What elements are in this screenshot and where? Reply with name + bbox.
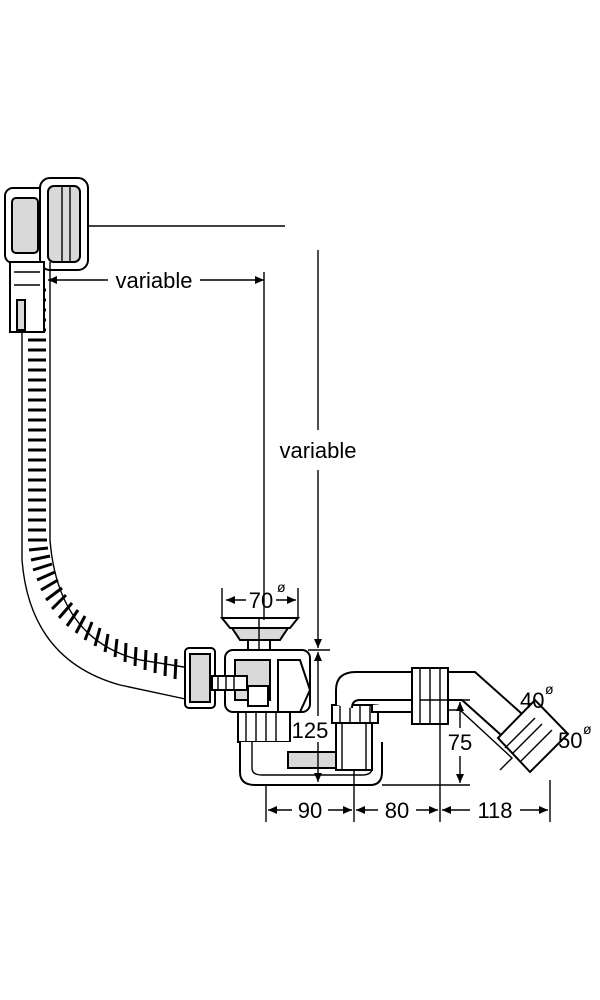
waste-nut-left (237, 711, 291, 743)
dim-label-variable-vertical: variable (279, 438, 356, 463)
dim-label-118: 118 (477, 798, 512, 823)
dim-bottom-extension-lines (265, 724, 551, 822)
dim-label-90: 90 (298, 798, 322, 823)
dim-label-variable-horizontal: variable (115, 268, 192, 293)
dim-label-50: 50 (558, 728, 582, 753)
outlet-elbow (335, 667, 570, 774)
dim-variable-vertical (308, 250, 330, 651)
dim-125 (308, 652, 330, 786)
overflow-hose (21, 262, 191, 701)
dim-label-75: 75 (448, 730, 472, 755)
dim-75 (382, 699, 470, 786)
dim-label-70: 70 (249, 588, 273, 613)
dim-variable-horizontal (48, 272, 265, 620)
trap (239, 704, 383, 786)
diameter-symbol-70: ø (277, 579, 286, 595)
valve-body (184, 647, 312, 713)
diameter-symbol-50: ø (583, 721, 592, 737)
dim-70-diameter (221, 588, 299, 618)
dim-label-125: 125 (292, 718, 329, 743)
diameter-symbol-40: ø (545, 681, 554, 697)
dim-label-80: 80 (385, 798, 409, 823)
dim-label-40: 40 (520, 688, 544, 713)
drain-plug (219, 617, 301, 657)
hose-connector (9, 261, 45, 333)
overflow-head (4, 177, 89, 271)
